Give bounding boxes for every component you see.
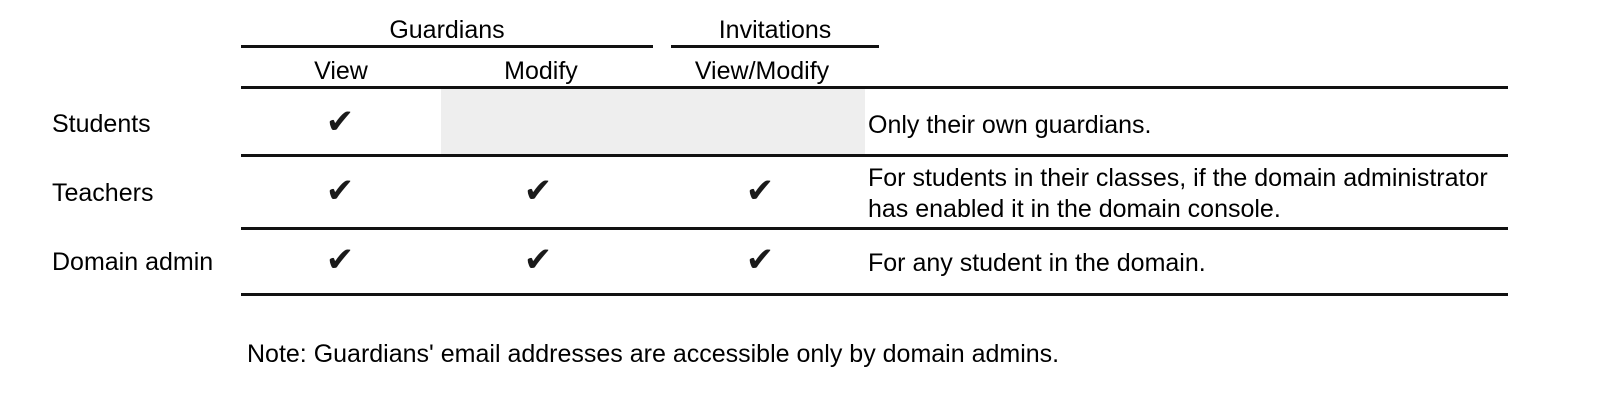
column-header-modify: Modify	[504, 57, 578, 85]
rule-table-bottom	[241, 293, 1508, 296]
checkmark-icon-domain-admin-invitations-view-modify: ✔	[745, 240, 775, 280]
row-label-domain-admin: Domain admin	[52, 248, 214, 276]
checkmark-icon-teachers-invitations-view-modify: ✔	[745, 171, 775, 211]
column-group-invitations: Invitations	[718, 16, 832, 44]
column-header-view-modify: View/Modify	[694, 57, 830, 85]
rule-after-teachers-row	[241, 227, 1508, 230]
column-header-view: View	[314, 57, 368, 85]
table-footnote: Note: Guardians' email addresses are acc…	[247, 340, 1060, 368]
checkmark-icon-students-guardians-view: ✔	[325, 102, 355, 142]
rule-under-guardians-group	[241, 45, 653, 48]
row-label-students: Students	[52, 110, 151, 138]
checkmark-icon-teachers-guardians-modify: ✔	[523, 171, 553, 211]
row-note-domain-admin: For any student in the domain.	[868, 249, 1206, 277]
row-note-students: Only their own guardians.	[868, 111, 1152, 139]
rule-after-students-row	[241, 154, 1508, 157]
column-group-guardians: Guardians	[389, 16, 505, 44]
rule-header-bottom	[241, 86, 1508, 89]
checkmark-icon-domain-admin-guardians-modify: ✔	[523, 240, 553, 280]
rule-under-invitations-group	[671, 45, 879, 48]
row-label-teachers: Teachers	[52, 179, 154, 207]
cell-students-modify-disabled	[441, 89, 865, 154]
checkmark-icon-domain-admin-guardians-view: ✔	[325, 240, 355, 280]
row-note-teachers: For students in their classes, if the do…	[868, 164, 1488, 223]
checkmark-icon-teachers-guardians-view: ✔	[325, 171, 355, 211]
